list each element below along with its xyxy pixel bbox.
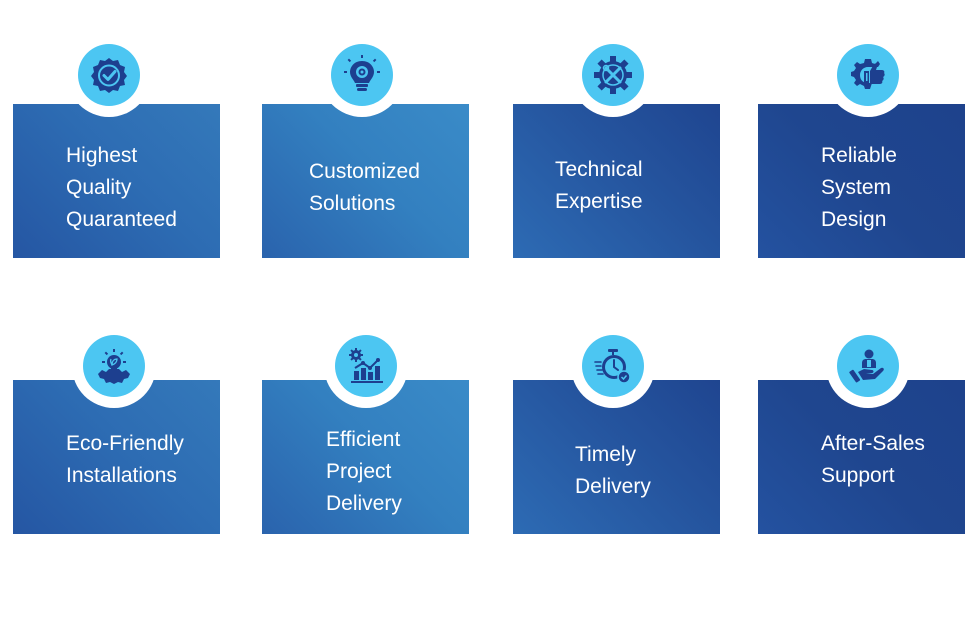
eco-lightbulb-gear-icon xyxy=(83,335,145,397)
feature-card-highest-quality: Highest Quality Quaranteed xyxy=(13,104,220,258)
feature-card-reliable-system-design: Reliable System Design xyxy=(758,104,965,258)
gear-wrench-screwdriver-icon xyxy=(582,44,644,106)
lightbulb-gear-icon xyxy=(331,44,393,106)
icon-ring xyxy=(72,324,156,408)
feature-label: Eco-Friendly Installations xyxy=(66,432,184,487)
icon-ring xyxy=(324,324,408,408)
feature-label: Customized Solutions xyxy=(309,160,420,215)
feature-label: Reliable System Design xyxy=(821,144,897,231)
quality-badge-check-icon xyxy=(78,44,140,106)
icon-ring xyxy=(571,324,655,408)
feature-label: Technical Expertise xyxy=(555,158,643,213)
feature-card-technical-expertise: Technical Expertise xyxy=(513,104,720,258)
hand-user-support-icon xyxy=(837,335,899,397)
feature-label: After-Sales Support xyxy=(821,432,925,487)
feature-card-efficient-project-delivery: Efficient Project Delivery xyxy=(262,380,469,534)
icon-ring xyxy=(320,33,404,117)
gear-bar-chart-icon xyxy=(335,335,397,397)
icon-ring xyxy=(826,324,910,408)
feature-label: Efficient Project Delivery xyxy=(326,428,402,515)
icon-ring xyxy=(571,33,655,117)
gear-thumbs-up-icon xyxy=(837,44,899,106)
stopwatch-check-icon xyxy=(582,335,644,397)
icon-ring xyxy=(67,33,151,117)
feature-label: Highest Quality Quaranteed xyxy=(66,144,177,231)
feature-label: Timely Delivery xyxy=(575,443,651,498)
feature-card-customized-solutions: Customized Solutions xyxy=(262,104,469,258)
icon-ring xyxy=(826,33,910,117)
